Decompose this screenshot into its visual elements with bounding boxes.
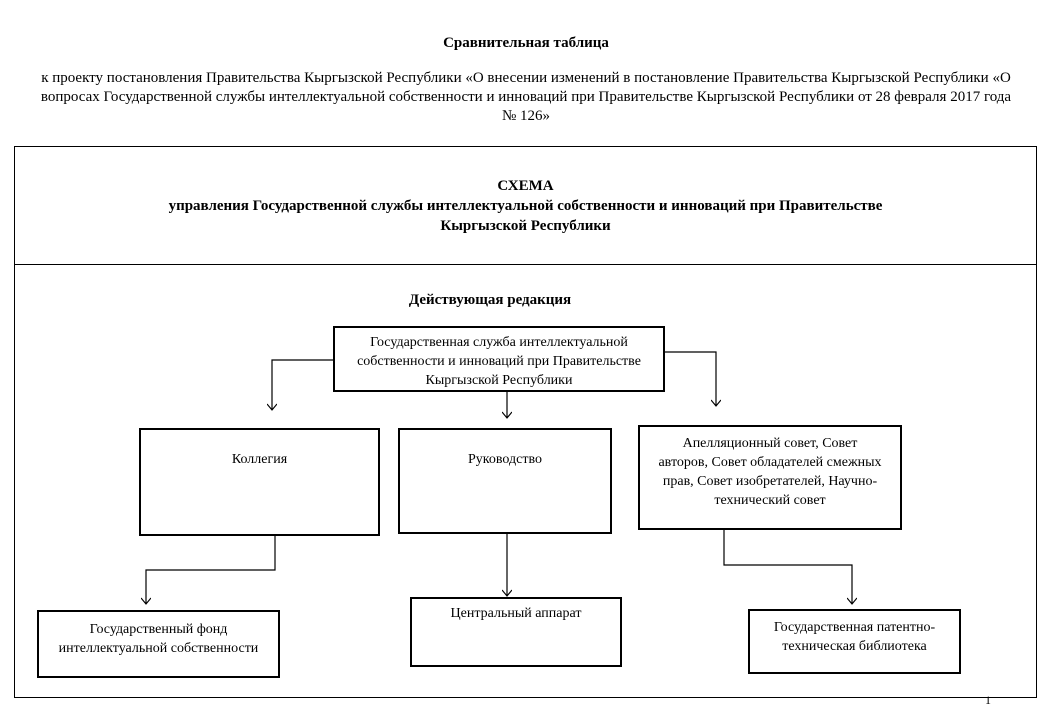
rukovodstvo-label: Руководство: [468, 452, 542, 467]
document-intro: к проекту постановления Правительства Кы…: [40, 70, 1012, 124]
central-apparatus-label: Центральный аппарат: [450, 606, 582, 621]
fund-label: Государственный фонд интеллектуальной со…: [58, 622, 259, 656]
scheme-subheading: управления Государственной службы интелл…: [168, 198, 883, 234]
page-number: 1: [985, 693, 991, 707]
scheme-header: СХЕМА управления Государственной службы …: [14, 176, 1037, 236]
fund-box: Государственный фонд интеллектуальной со…: [37, 610, 280, 678]
library-label: Государственная патентно-техническая биб…: [773, 620, 936, 654]
councils-box: Апелляционный совет, Совет авторов, Сове…: [638, 425, 902, 530]
root-box: Государственная служба интеллектуальной …: [333, 326, 665, 392]
kollegia-label: Коллегия: [231, 452, 288, 467]
table-divider: [14, 264, 1037, 265]
connector-root-kollegia: [272, 359, 333, 410]
connector-root-councils: [665, 351, 716, 406]
rukovodstvo-box: Руководство: [398, 428, 612, 534]
connector-kollegia-fund: [146, 535, 276, 604]
scheme-heading: СХЕМА: [497, 178, 554, 194]
connector-councils-library: [723, 530, 852, 604]
edition-label: Действующая редакция: [408, 292, 572, 308]
table-frame: [14, 146, 1037, 698]
document-title: Сравнительная таблица: [443, 35, 609, 51]
councils-label: Апелляционный совет, Совет авторов, Сове…: [658, 436, 882, 508]
central-apparatus-box: Центральный аппарат: [410, 597, 622, 667]
root-label: Государственная служба интеллектуальной …: [357, 335, 641, 388]
library-box: Государственная патентно-техническая биб…: [748, 609, 961, 674]
kollegia-box: Коллегия: [139, 428, 380, 536]
